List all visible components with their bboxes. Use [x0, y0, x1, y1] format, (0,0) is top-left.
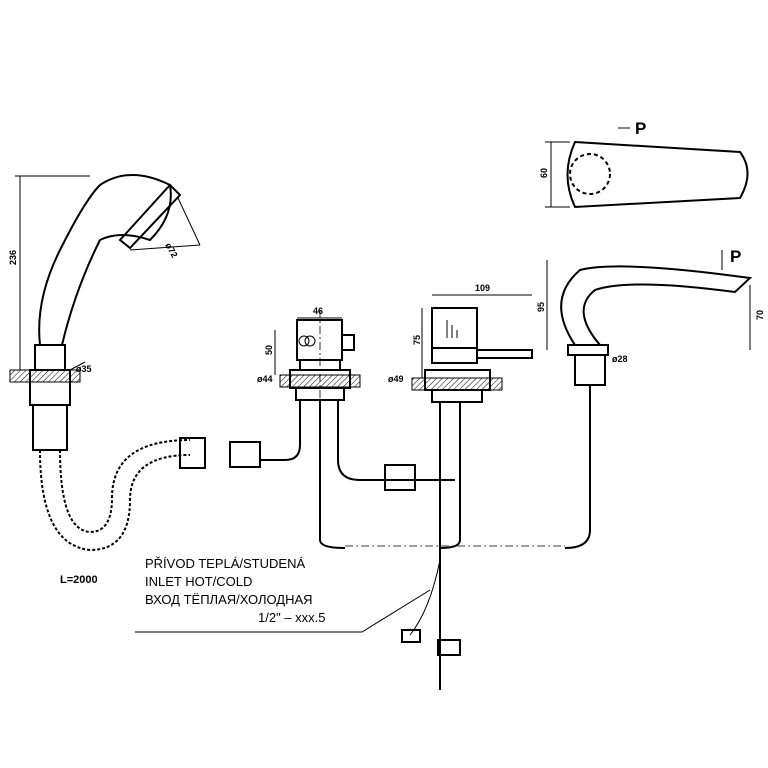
- dim-95: 95: [536, 302, 546, 312]
- note-line-4: 1/2" – xxx.5: [258, 610, 325, 625]
- dim-46: 46: [313, 306, 323, 316]
- dim-70: 70: [755, 310, 765, 320]
- inlet-notes: PŘÍVOD TEPLÁ/STUDENÁ INLET HOT/COLD ВХОД…: [135, 556, 431, 633]
- p-label-spout: P: [730, 247, 741, 266]
- hand-shower: 236 ø72 ø35: [8, 174, 201, 451]
- dim-28: ø28: [612, 354, 628, 364]
- dim-50: 50: [264, 345, 274, 355]
- mixer: 109 75 ø49: [337, 283, 533, 690]
- dim-44: ø44: [257, 374, 273, 384]
- spout: 95 70 ø28 P: [345, 247, 765, 549]
- dim-236: 236: [8, 250, 18, 265]
- dim-35: ø35: [76, 364, 92, 374]
- shower-hose: L=2000: [39, 437, 261, 586]
- diverter: 46 50 ø44: [257, 306, 361, 549]
- dim-109: 109: [475, 283, 490, 293]
- dim-60: 60: [539, 168, 549, 178]
- spout-top-view: 60 P: [539, 119, 749, 209]
- dim-49: ø49: [388, 374, 404, 384]
- note-line-2: INLET HOT/COLD: [145, 574, 252, 589]
- p-label-top: P: [635, 119, 646, 138]
- note-line-3: ВХОД ТЁПЛАЯ/ХОЛОДНАЯ: [145, 592, 313, 607]
- dim-75: 75: [412, 335, 422, 345]
- dim-72: ø72: [163, 241, 179, 259]
- note-line-1: PŘÍVOD TEPLÁ/STUDENÁ: [145, 556, 305, 571]
- hose-length: L=2000: [60, 574, 98, 586]
